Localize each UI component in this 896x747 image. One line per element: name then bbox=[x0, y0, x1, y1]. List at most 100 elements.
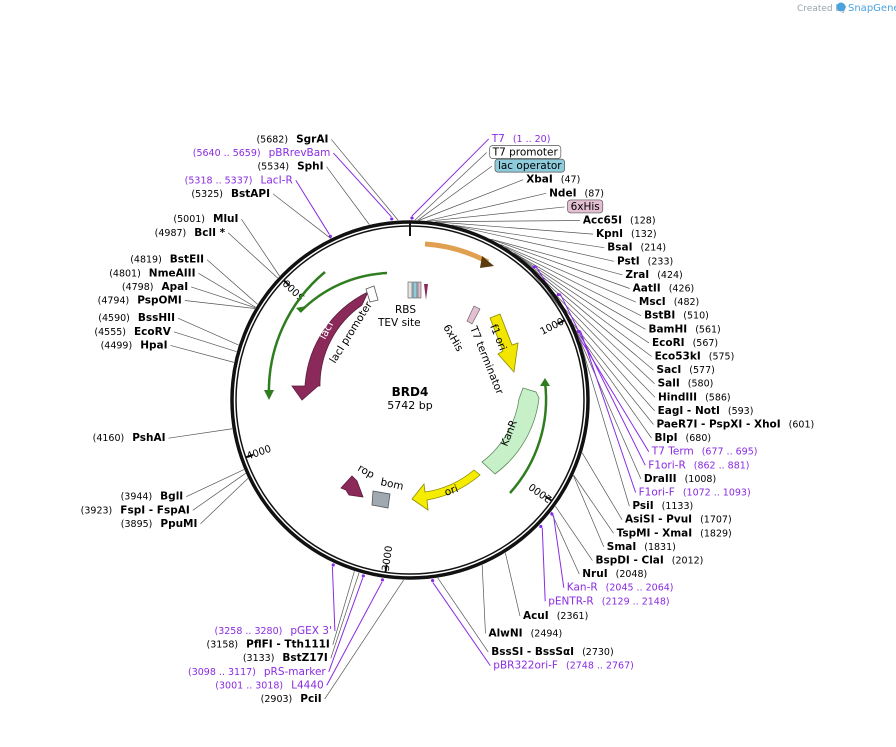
enzyme-label[interactable]: BspDI - ClaI(2012) bbox=[595, 555, 703, 567]
enzyme-label[interactable]: BssSI - BssSαI(2730) bbox=[491, 646, 613, 658]
enzyme-label[interactable]: FspI - FspAI(3923) bbox=[81, 504, 190, 516]
feature-position: (3258 .. 3280) bbox=[214, 626, 282, 637]
feature-label[interactable]: pBR322ori-F(2748 .. 2767) bbox=[493, 660, 634, 672]
enzyme-label[interactable]: SmaI(1831) bbox=[607, 541, 676, 553]
enzyme-label[interactable]: PpuMI(3895) bbox=[121, 518, 198, 530]
enzyme-label[interactable]: BglI(3944) bbox=[121, 491, 184, 503]
enzyme-label[interactable]: BclI *(4987) bbox=[155, 227, 226, 239]
enzyme-label[interactable]: SgrAI(5682) bbox=[256, 133, 328, 145]
enzyme-label[interactable]: Eco53kI(575) bbox=[655, 351, 735, 363]
enzyme-label[interactable]: AcuI(2361) bbox=[523, 610, 588, 622]
enzyme-position: (593) bbox=[728, 406, 754, 417]
enzyme-label[interactable]: HindIII(586) bbox=[658, 391, 731, 403]
enzyme-label[interactable]: TspMI - XmaI(1829) bbox=[617, 527, 732, 539]
enzyme-label[interactable]: PstI(233) bbox=[617, 255, 673, 267]
enzyme-position: (1829) bbox=[700, 528, 732, 539]
enzyme-label[interactable]: SalI(580) bbox=[658, 378, 714, 390]
enzyme-label[interactable]: AsiSI - PvuI(1707) bbox=[625, 514, 732, 526]
enzyme-label[interactable]: PciI(2903) bbox=[261, 693, 322, 705]
enzyme-label[interactable]: BamHI(561) bbox=[648, 323, 720, 335]
enzyme-label[interactable]: PflFI - Tth111I(3158) bbox=[207, 639, 330, 651]
enzyme-leader-line bbox=[227, 232, 278, 279]
feature-label[interactable]: pENTR-R(2129 .. 2148) bbox=[548, 595, 669, 607]
feature-label[interactable]: Kan-R(2045 .. 2064) bbox=[567, 582, 674, 594]
enzyme-position: (580) bbox=[688, 379, 714, 390]
map-length: 5742 bp bbox=[387, 399, 432, 412]
enzyme-name: Acc65I bbox=[583, 215, 622, 227]
feature-label[interactable]: pBRrevBam(5640 .. 5659) bbox=[193, 147, 331, 159]
enzyme-label[interactable]: KpnI(132) bbox=[596, 228, 657, 240]
feature-position: (2045 .. 2064) bbox=[606, 583, 674, 594]
feature-label[interactable]: LacI-R(5318 .. 5337) bbox=[185, 174, 293, 186]
feature-leader-line bbox=[328, 577, 364, 672]
primer-site-marker bbox=[539, 524, 543, 529]
feature-name: F1ori-R bbox=[648, 459, 685, 471]
enzyme-label[interactable]: ZraI(424) bbox=[625, 269, 682, 281]
enzyme-name: BssHII bbox=[138, 312, 175, 324]
rop-label: rop bbox=[356, 462, 377, 481]
enzyme-position: (601) bbox=[789, 420, 815, 431]
feature-label[interactable]: T7 Term(677 .. 695) bbox=[651, 446, 758, 458]
enzyme-label[interactable]: BlpI(680) bbox=[655, 432, 712, 444]
enzyme-position: (2048) bbox=[616, 569, 648, 580]
enzyme-label[interactable]: BstEII(4819) bbox=[130, 254, 204, 266]
enzyme-label[interactable]: EcoRI(567) bbox=[652, 337, 718, 349]
feature-box-label[interactable]: 6xHis bbox=[567, 199, 604, 214]
features: lacI lacI promoter RBS TEV site 6xHis T7… bbox=[264, 241, 550, 511]
enzyme-leader-line bbox=[419, 179, 524, 221]
feature-label[interactable]: L4440(3001 .. 3018) bbox=[215, 679, 323, 691]
enzyme-leader-line bbox=[324, 579, 404, 700]
feature-label[interactable]: T7(1 .. 20) bbox=[491, 133, 551, 145]
enzyme-name: HpaI bbox=[140, 339, 167, 351]
orf-arrow bbox=[424, 241, 490, 265]
enzyme-label[interactable]: XbaI(47) bbox=[526, 174, 580, 186]
enzyme-label[interactable]: MscI(482) bbox=[639, 296, 699, 308]
enzyme-label[interactable]: MluI(5001) bbox=[173, 213, 238, 225]
enzyme-name: SphI bbox=[297, 161, 323, 173]
bom-feature bbox=[371, 490, 391, 509]
enzyme-leader-line bbox=[427, 192, 547, 222]
feature-label[interactable]: pRS-marker(3098 .. 3117) bbox=[188, 666, 326, 678]
brand-name: SnapGene bbox=[848, 3, 896, 14]
enzyme-position: (233) bbox=[648, 256, 674, 267]
enzyme-position: (1008) bbox=[685, 474, 717, 485]
enzyme-name: AsiSI - PvuI bbox=[625, 514, 692, 526]
enzyme-label[interactable]: PshAI(4160) bbox=[93, 432, 166, 444]
enzyme-leader-line bbox=[531, 267, 652, 439]
enzyme-label[interactable]: EagI - NotI(593) bbox=[658, 405, 754, 417]
enzyme-label[interactable]: NdeI(87) bbox=[549, 187, 604, 199]
feature-leader-line bbox=[326, 581, 383, 686]
enzyme-label[interactable]: BstZ17I(3133) bbox=[243, 652, 328, 664]
enzyme-label[interactable]: BstAPI(5325) bbox=[191, 188, 270, 200]
feature-label[interactable]: pGEX 3'(3258 .. 3280) bbox=[214, 625, 331, 637]
enzyme-label[interactable]: AlwNI(2494) bbox=[488, 627, 562, 639]
enzyme-label[interactable]: EcoRV(4555) bbox=[94, 326, 171, 338]
enzyme-leader-line bbox=[505, 246, 642, 317]
enzyme-label[interactable]: PaeR7I - PspXI - XhoI(601) bbox=[656, 419, 814, 431]
enzyme-label[interactable]: HpaI(4499) bbox=[101, 339, 168, 351]
enzyme-name: EcoRV bbox=[134, 326, 172, 338]
feature-box-label[interactable]: T7 promoter bbox=[489, 145, 562, 159]
feature-label[interactable]: F1ori-R(862 .. 881) bbox=[648, 459, 749, 471]
enzyme-label[interactable]: BstBI(510) bbox=[644, 310, 709, 322]
enzyme-label[interactable]: BsaI(214) bbox=[607, 242, 666, 254]
enzyme-label[interactable]: SacI(577) bbox=[657, 364, 715, 376]
feature-box-text: lac operator bbox=[498, 160, 562, 172]
feature-label[interactable]: F1ori-F(1072 .. 1093) bbox=[639, 487, 751, 499]
tick-label: 3000 bbox=[381, 545, 395, 572]
enzyme-label[interactable]: SphI(5534) bbox=[257, 161, 323, 173]
enzyme-position: (4801) bbox=[109, 268, 141, 279]
enzyme-label[interactable]: PspOMI(4794) bbox=[98, 295, 182, 307]
enzyme-label[interactable]: PsiI(1133) bbox=[632, 500, 693, 512]
enzyme-label[interactable]: Acc65I(128) bbox=[583, 215, 656, 227]
enzyme-label[interactable]: NmeAIII(4801) bbox=[109, 267, 195, 279]
enzyme-label[interactable]: AatII(426) bbox=[633, 283, 695, 295]
enzyme-label[interactable]: NruI(2048) bbox=[582, 568, 647, 580]
enzyme-label[interactable]: ApaI(4798) bbox=[122, 281, 188, 293]
enzyme-label[interactable]: DraIII(1008) bbox=[644, 473, 716, 485]
enzyme-label[interactable]: BssHII(4590) bbox=[98, 312, 175, 324]
feature-name: pENTR-R bbox=[548, 595, 594, 607]
enzyme-position: (4987) bbox=[155, 228, 187, 239]
enzyme-position: (510) bbox=[683, 311, 709, 322]
feature-box-label[interactable]: lac operator bbox=[494, 158, 565, 173]
